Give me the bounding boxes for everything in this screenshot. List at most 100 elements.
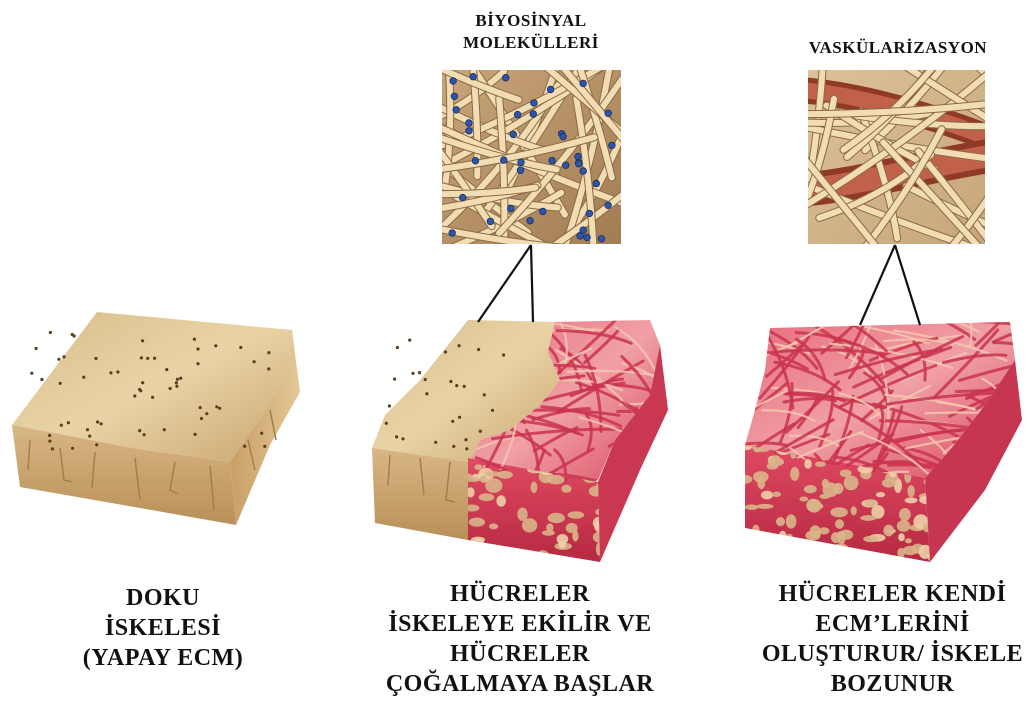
biosignal-molecule (560, 133, 567, 140)
seeding-pore (408, 339, 411, 342)
seeding-pore (477, 348, 480, 351)
zoom-line-right-2 (895, 245, 920, 325)
scaffold-pore (239, 346, 242, 349)
seeding-block (372, 295, 704, 565)
biosignal-molecule (580, 80, 587, 87)
ecm-blob (833, 483, 843, 494)
scaffold-pore (48, 440, 51, 443)
zoom-line-left (478, 245, 531, 322)
ecm-blob (778, 531, 787, 545)
scaffold-pore (30, 372, 33, 375)
scaffold-pore (82, 376, 85, 379)
ecm-blob (905, 497, 918, 503)
scaffold-pore (86, 428, 89, 431)
ecm-blob (770, 544, 777, 555)
seeding-pore (451, 420, 454, 423)
biosignal-molecule (530, 111, 537, 118)
scaffold-caption-line2: İSKELESİ (38, 613, 288, 643)
seeding-blob (474, 464, 482, 470)
seeding-pore (385, 422, 388, 425)
ecm-blob (768, 458, 784, 467)
ecm-blob (860, 515, 876, 521)
scaffold-pore (263, 445, 266, 448)
ecm-blob (820, 494, 831, 499)
zoom-line-left-2 (860, 245, 895, 325)
scaffold-pore (71, 447, 74, 450)
scaffold-pore (253, 360, 256, 363)
biosignal-molecule (470, 73, 477, 80)
scaffold-pore (96, 420, 99, 423)
seeding-pore (464, 438, 467, 441)
scaffold-pore (194, 433, 197, 436)
scaffold-caption-line1: DOKU (38, 583, 288, 613)
scaffold-pore (169, 387, 172, 390)
ecm-blob (772, 492, 781, 498)
biosignal-molecule (605, 202, 612, 209)
biosignal-molecule (562, 162, 569, 169)
scaffold-pore (200, 417, 203, 420)
biosignal-molecule (502, 74, 509, 81)
scaffold-pore (243, 445, 246, 448)
scaffold-pore (196, 347, 199, 350)
biosignal-molecule (593, 180, 600, 187)
seeding-blob (517, 508, 527, 521)
ecm-blob (799, 497, 808, 502)
ecm-caption-line2: ECM’LERİNİ (752, 609, 1033, 639)
biosignal-molecule (508, 205, 515, 212)
ecm-block (706, 286, 1033, 568)
seeding-pore (425, 392, 428, 395)
scaffold-pore (62, 355, 65, 358)
biosignal-molecule (449, 230, 456, 237)
scaffold-pore (179, 377, 182, 380)
ecm-fiber (895, 318, 961, 322)
seeding-pore (502, 353, 505, 356)
ecm-blob (869, 552, 879, 565)
biosignal-molecule (575, 160, 582, 167)
biosignal-molecule (605, 110, 612, 117)
ecm-blob (905, 538, 912, 543)
ecm-blob (832, 544, 848, 552)
biosignal-molecule (580, 168, 587, 175)
ecm-blob (883, 525, 894, 537)
seeding-blob (546, 523, 553, 531)
ecm-blob (756, 504, 773, 509)
ecm-blob (745, 504, 758, 510)
scaffold-pore (116, 370, 119, 373)
seeding-blob (561, 485, 571, 493)
scaffold-pore (138, 429, 141, 432)
seeding-pore (424, 378, 427, 381)
biosignal-molecule (501, 157, 508, 164)
biosignal-molecule (547, 86, 554, 93)
seeding-pore (434, 441, 437, 444)
biosignal-label-line1: BİYOSİNYAL (441, 10, 621, 32)
scaffold-pore (60, 424, 63, 427)
biosignal-molecule (598, 235, 605, 242)
scaffold-pore (267, 351, 270, 354)
seeding-blob (479, 493, 495, 501)
seeding-caption-line3: HÜCRELER (370, 639, 670, 669)
scaffold-pore (35, 347, 38, 350)
scaffold-pore (141, 381, 144, 384)
seeding-blob (535, 550, 550, 565)
scaffold-pore (260, 432, 263, 435)
seeding-pore (455, 384, 458, 387)
seeding-pore (463, 385, 466, 388)
scaffold-caption: DOKU İSKELESİ (YAPAY ECM) (38, 583, 288, 673)
ecm-blob (791, 554, 799, 560)
scaffold-pore (165, 368, 168, 371)
ecm-blob (790, 467, 799, 481)
seeding-blob (471, 537, 485, 543)
ecm-blob (856, 559, 872, 568)
ecm-blob (851, 506, 857, 515)
seeding-blob (559, 541, 566, 549)
ecm-blob (810, 525, 821, 538)
biosignal-molecule (453, 107, 460, 114)
seeding-pore (491, 409, 494, 412)
vascular-label: VASKÜLARİZASYON (783, 37, 1013, 59)
seeding-blob (486, 553, 500, 562)
zoom-line-right (531, 245, 533, 322)
seeding-blob (485, 478, 502, 493)
biosignal-molecule (451, 93, 458, 100)
biosignal-molecule (466, 120, 473, 127)
